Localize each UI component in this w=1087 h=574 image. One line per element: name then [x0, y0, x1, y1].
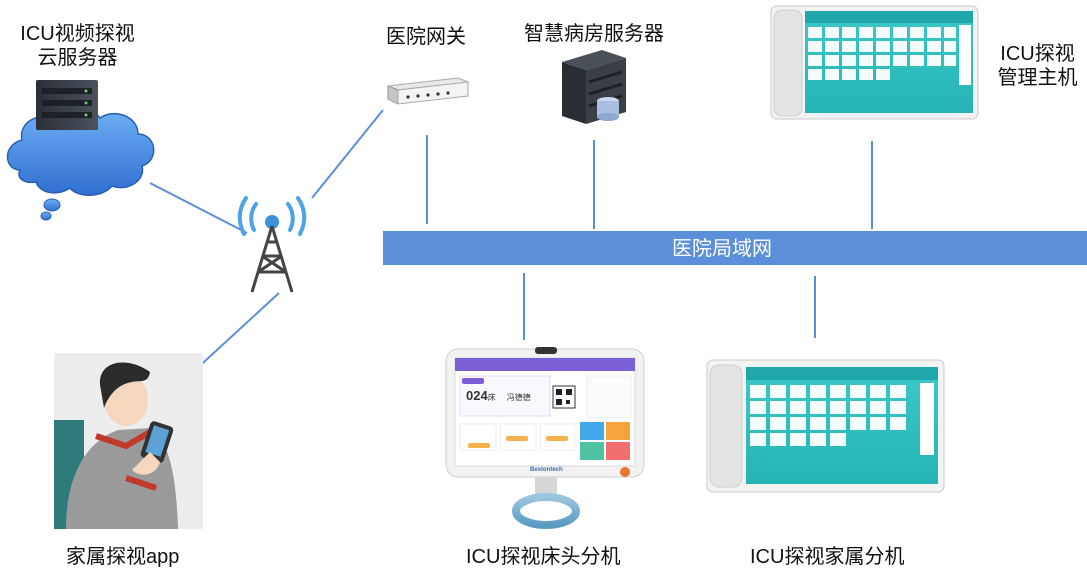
host-label: ICU探视 管理主机 — [990, 42, 1085, 90]
family-app-label: 家属探视app — [66, 546, 180, 568]
link-app-tower — [192, 292, 280, 373]
connector-lines — [149, 109, 873, 373]
bedside-brand: Bestontech — [530, 467, 563, 473]
link-gateway-tower — [311, 109, 384, 199]
bedside-terminal-device — [445, 347, 645, 529]
ward-server-icon — [562, 50, 626, 124]
bed-number: 024 — [466, 388, 488, 403]
gateway-label: 医院网关 — [386, 26, 466, 48]
bed-unit: 床 — [487, 393, 496, 402]
cloud-server-label-line1: ICU视频探视 — [20, 23, 135, 45]
gateway-device-icon — [387, 77, 469, 105]
lan-label: 医院局域网 — [672, 238, 772, 260]
ward-server-label: 智慧病房服务器 — [524, 23, 664, 45]
link-cloud-tower — [149, 182, 248, 234]
bedside-screen-text: 024床 冯德德 — [466, 388, 531, 403]
cloud-server-icon — [36, 80, 98, 130]
cloud-icon — [6, 108, 155, 221]
bedside-label: ICU探视床头分机 — [466, 546, 621, 568]
family-terminal-label: ICU探视家属分机 — [750, 546, 905, 568]
host-label-line1: ICU探视 — [1000, 43, 1075, 65]
cloud-server-label: ICU视频探视 云服务器 — [10, 22, 145, 70]
cloud-server-label-line2: 云服务器 — [37, 47, 118, 69]
family-app-illustration — [54, 353, 203, 529]
patient-name: 冯德德 — [506, 393, 531, 402]
lan-bar — [383, 231, 1087, 265]
family-terminal-device — [706, 359, 945, 493]
host-label-line2: 管理主机 — [997, 67, 1078, 89]
signal-tower-icon — [237, 196, 307, 293]
management-host-device — [770, 5, 979, 120]
